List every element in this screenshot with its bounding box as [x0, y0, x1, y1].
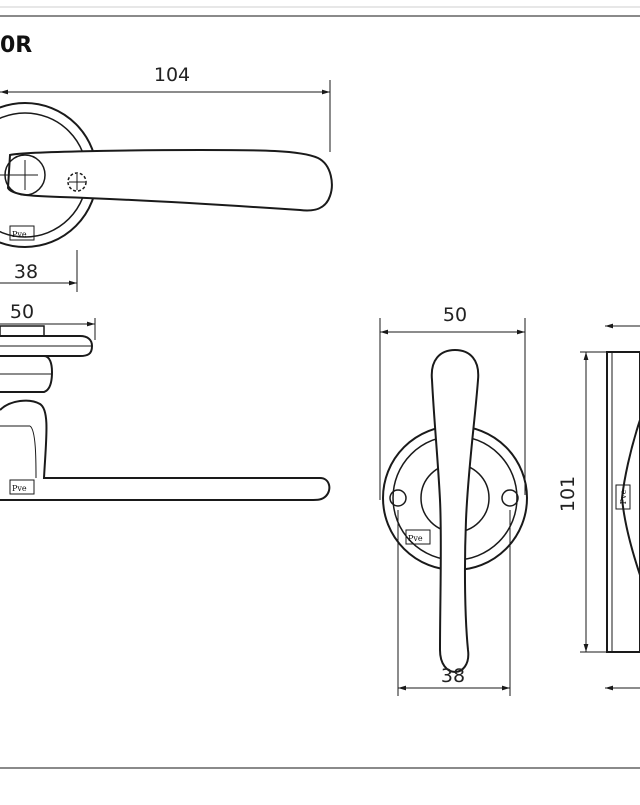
front-view	[382, 348, 528, 674]
top-view-logo-text: Pve	[12, 230, 27, 239]
right-side-plate	[606, 351, 640, 653]
dim-side-depth	[0, 318, 96, 340]
dim-label-38-top: 38	[14, 261, 38, 283]
side-view-lever	[0, 399, 331, 501]
dim-side-height	[580, 323, 640, 691]
front-view-logo-text: Pve	[408, 534, 423, 543]
right-side-view	[606, 351, 640, 653]
dim-front-rose	[397, 510, 511, 696]
dim-label-38-front: 38	[441, 665, 465, 687]
model-title: 0R	[0, 33, 32, 58]
front-view-lever	[430, 348, 480, 674]
top-view-logo-box	[9, 225, 35, 241]
top-view-screw	[67, 172, 87, 192]
right-side-lever	[620, 419, 640, 576]
dim-top-length	[0, 80, 331, 152]
front-view-screw-left	[389, 489, 407, 507]
front-view-screw-right	[501, 489, 519, 507]
top-view-lever	[6, 148, 333, 212]
dim-label-104: 104	[154, 64, 190, 86]
sheet-frame	[0, 6, 640, 769]
dim-label-50-side: 50	[10, 301, 34, 323]
right-side-logo-box	[615, 484, 631, 510]
dim-label-101: 101	[557, 476, 579, 512]
side-view	[0, 325, 331, 501]
side-view-logo-text: Pve	[12, 484, 27, 493]
front-view-logo-box	[405, 529, 431, 545]
dim-front-width	[379, 318, 526, 500]
dim-top-rose	[0, 250, 78, 292]
top-view	[0, 102, 333, 248]
dim-label-50-front: 50	[443, 304, 467, 326]
side-view-logo-box	[9, 479, 35, 495]
right-side-logo-text: Pve	[619, 489, 628, 504]
